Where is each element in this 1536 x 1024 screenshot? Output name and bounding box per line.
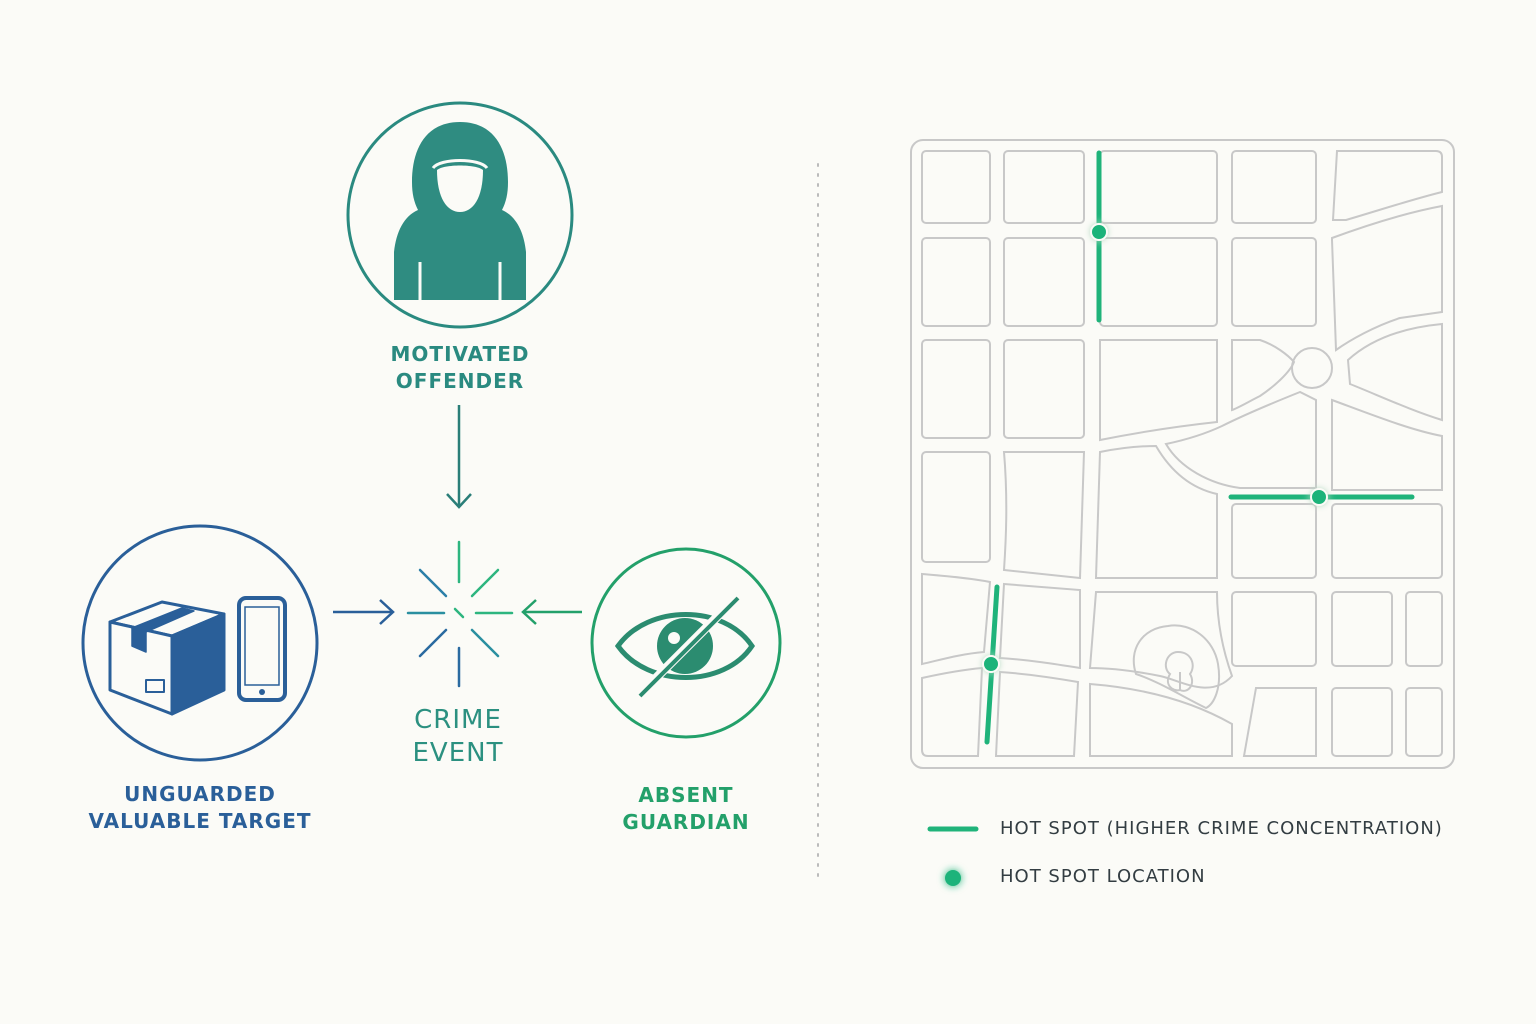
crime-label-line1: CRIME [414,705,502,735]
target-circle [81,524,319,762]
hotspot-dot-southwest [982,655,1000,673]
target-label-line2: VALUABLE TARGET [88,809,312,833]
hotspot-dot-north [1090,223,1108,241]
hotspot-dots [982,223,1328,673]
hooded-person-icon [394,122,526,300]
burst-icon [406,540,514,688]
guardian-circle [590,547,782,739]
target-label-line1: UNGUARDED [124,782,276,806]
eye-slash-icon [614,596,756,698]
guardian-label-line2: GUARDIAN [622,810,750,834]
offender-label: MOTIVATED OFFENDER [360,341,560,395]
map-frame [910,139,1455,769]
arrow-offender-to-crime [446,405,472,509]
legend-line-label: HOT SPOT (HIGHER CRIME CONCENTRATION) [1000,818,1443,839]
crime-label: CRIME EVENT [378,704,538,770]
offender-label-line2: OFFENDER [395,369,525,393]
offender-label-line1: MOTIVATED [390,342,530,366]
crime-label-line2: EVENT [412,738,504,768]
hotspot-dot-east [1310,488,1328,506]
offender-circle [346,101,574,329]
smartphone-icon [237,596,287,702]
guardian-label: ABSENT GUARDIAN [606,782,766,836]
legend-dot-label: HOT SPOT LOCATION [1000,866,1206,887]
tree-icon [1164,650,1194,692]
arrow-target-to-crime [333,599,395,625]
legend-dot-swatch [945,870,961,886]
hotspot-lines [984,150,1415,745]
arrow-guardian-to-crime [521,599,582,625]
street-map [910,139,1455,769]
package-box-icon [108,600,226,716]
guardian-label-line1: ABSENT [638,783,734,807]
target-label: UNGUARDED VALUABLE TARGET [80,781,320,835]
